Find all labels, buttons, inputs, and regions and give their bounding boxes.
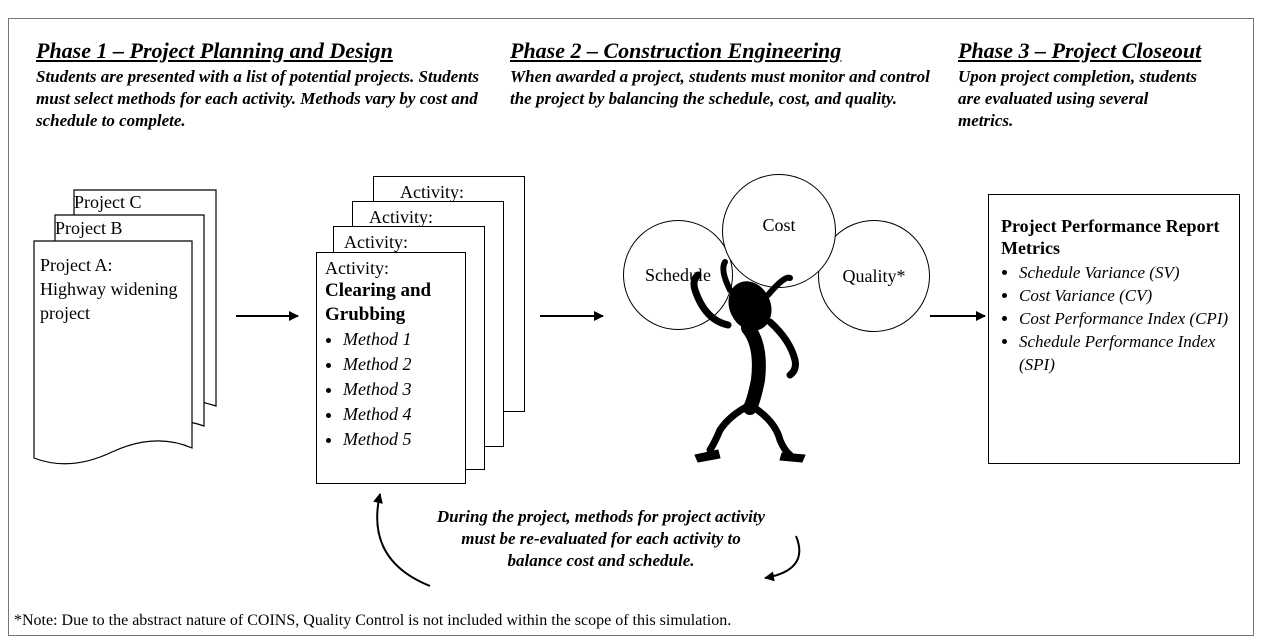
method-item: Method 1 — [343, 327, 457, 352]
activity-card-front: Activity: Clearing and Grubbing Method 1… — [316, 252, 466, 484]
method-item: Method 3 — [343, 377, 457, 402]
method-list: Method 1 Method 2 Method 3 Method 4 Meth… — [325, 327, 457, 452]
footnote: *Note: Due to the abstract nature of COI… — [14, 612, 732, 629]
feedback-loop-text: During the project, methods for project … — [436, 507, 766, 570]
metric-item: Cost Variance (CV) — [1019, 284, 1229, 307]
phase-2-title: Phase 2 – Construction Engineering — [510, 38, 842, 63]
activity-label: Activity: — [344, 232, 408, 252]
activity-name: Clearing and Grubbing — [325, 280, 432, 325]
activity-label: Activity: — [400, 182, 464, 202]
project-a-card: Project A: Highway widening project — [40, 253, 180, 325]
project-c-label: Project C — [74, 192, 142, 212]
metric-item: Cost Performance Index (CPI) — [1019, 307, 1229, 330]
phase-2-description: When awarded a project, students must mo… — [510, 67, 930, 108]
method-item: Method 4 — [343, 402, 457, 427]
performance-report-box: Project Performance Report Metrics Sched… — [988, 194, 1240, 464]
project-b-label: Project B — [55, 218, 123, 238]
metric-item: Schedule Variance (SV) — [1019, 261, 1229, 284]
cost-circle: Cost — [722, 174, 836, 288]
phase-1-description: Students are presented with a list of po… — [36, 67, 479, 130]
quality-circle: Quality* — [818, 220, 930, 332]
project-a-label: Project A: — [40, 255, 113, 275]
method-item: Method 2 — [343, 352, 457, 377]
activity-label: Activity: — [325, 258, 389, 278]
phase-1-title: Phase 1 – Project Planning and Design — [36, 38, 393, 63]
diagram-frame — [8, 18, 1254, 636]
report-title: Project Performance Report Metrics — [1001, 216, 1220, 258]
metrics-list: Schedule Variance (SV) Cost Variance (CV… — [1001, 261, 1229, 376]
metric-item: Schedule Performance Index (SPI) — [1019, 330, 1229, 376]
juggler-figure-icon — [690, 259, 806, 463]
project-a-description: Highway widening project — [40, 279, 178, 323]
phase-3-title: Phase 3 – Project Closeout — [958, 38, 1202, 63]
phase-3-description: Upon project completion, students are ev… — [958, 67, 1197, 130]
method-item: Method 5 — [343, 427, 457, 452]
activity-label: Activity: — [369, 207, 433, 227]
